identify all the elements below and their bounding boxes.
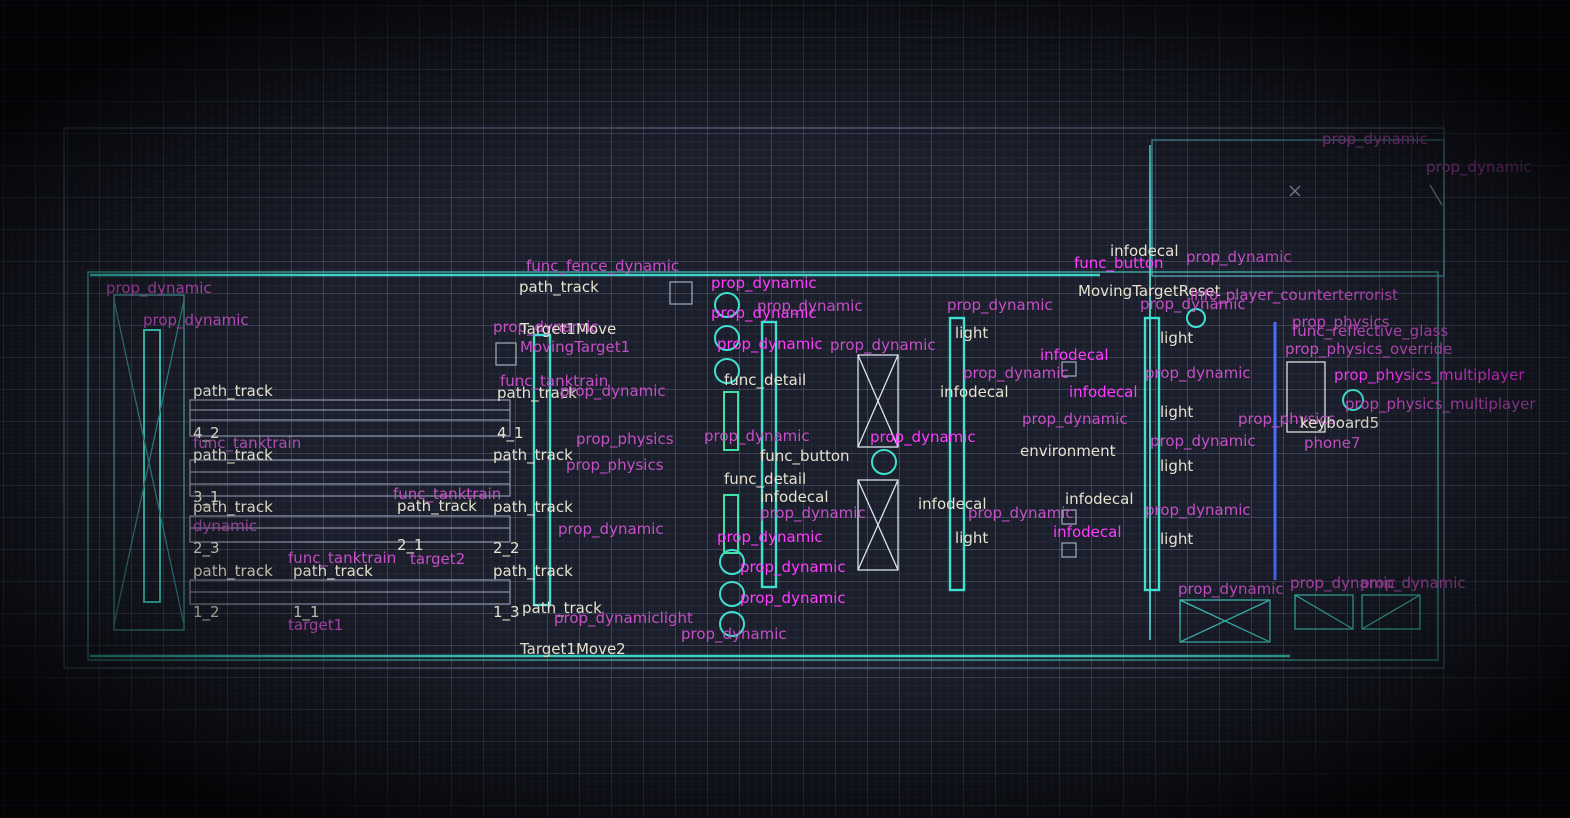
entity-label-prop-dynamic[interactable]: prop_dynamic: [704, 427, 810, 445]
entity-label-prop-physics-override[interactable]: prop_physics_override: [1285, 340, 1453, 358]
entity-label-prop-dynamic[interactable]: prop_dynamic: [947, 296, 1053, 314]
entity-label-prop-dynamic[interactable]: prop_dynamic: [963, 364, 1069, 382]
pillar-d: [1143, 316, 1161, 592]
entity-label-prop-dynamic[interactable]: prop_dynamic: [717, 335, 823, 353]
entity-label-prop-physics[interactable]: prop_physics: [576, 430, 674, 448]
entity-label-infodecal[interactable]: infodecal: [1065, 490, 1134, 508]
lane-4: [189, 399, 511, 437]
entity-label-func-button[interactable]: func_button: [760, 447, 850, 465]
entity-label-func-button[interactable]: func_button: [1074, 254, 1164, 272]
entity-label-prop-dynamic[interactable]: prop_dynamic: [717, 528, 823, 546]
entity-label-path-track[interactable]: path_track: [493, 498, 573, 516]
entity-label-target1move[interactable]: Target1Move: [520, 320, 617, 338]
entity-label-prop-dynamic[interactable]: prop_dynamic: [1186, 248, 1292, 266]
entity-label-prop-dynamiclight[interactable]: prop_dynamiclight: [554, 609, 693, 627]
entity-label-path-track[interactable]: path_track: [397, 497, 477, 515]
entity-label-movingtarget1[interactable]: MovingTarget1: [520, 338, 631, 356]
entity-label-prop-dynamic[interactable]: prop_dynamic: [681, 625, 787, 643]
entity-label-prop-dynamic[interactable]: prop_dynamic: [1145, 501, 1251, 519]
entity-label-phone7[interactable]: phone7: [1304, 434, 1361, 452]
entity-label-4-1[interactable]: 4_1: [497, 424, 524, 442]
entity-label-infodecal[interactable]: infodecal: [1053, 523, 1122, 541]
entity-label-2-3[interactable]: 2_3: [193, 539, 220, 557]
entity-label-prop-dynamic[interactable]: prop_dynamic: [1150, 432, 1256, 450]
entity-label-dynamic[interactable]: dynamic: [193, 517, 258, 535]
entity-label-target1move2[interactable]: Target1Move2: [520, 640, 626, 658]
entity-label-light[interactable]: light: [1160, 530, 1194, 548]
entity-label-prop-dynamic[interactable]: prop_dynamic: [740, 589, 846, 607]
entity-label-1-2[interactable]: 1_2: [193, 603, 220, 621]
entity-label-target1[interactable]: target1: [288, 616, 344, 634]
entity-label-prop-physics-multiplayer[interactable]: prop_physics_multiplayer: [1345, 395, 1536, 413]
entity-label-prop-dynamic[interactable]: prop_dynamic: [1360, 574, 1466, 592]
entity-label-light[interactable]: light: [1160, 403, 1194, 421]
entity-label-func-fence-dynamic[interactable]: func_fence_dynamic: [526, 257, 680, 275]
entity-label-path-track[interactable]: path_track: [493, 562, 573, 580]
entity-label-infodecal[interactable]: infodecal: [760, 488, 829, 506]
entity-label-prop-physics-multiplayer[interactable]: prop_physics_multiplayer: [1334, 366, 1525, 384]
entity-label-prop-dynamic[interactable]: prop_dynamic: [1178, 580, 1284, 598]
entity-label-path-track[interactable]: path_track: [193, 562, 273, 580]
entity-label-info-player-counterterrorist[interactable]: info_player_counterterrorist: [1190, 286, 1399, 304]
entity-label-prop-dynamic[interactable]: prop_dynamic: [968, 504, 1074, 522]
entity-label-prop-dynamic[interactable]: prop_dynamic: [740, 558, 846, 576]
entity-label-prop-dynamic[interactable]: prop_dynamic: [143, 311, 249, 329]
entity-label-prop-dynamic[interactable]: prop_dynamic: [558, 520, 664, 538]
entity-label-infodecal[interactable]: infodecal: [1069, 383, 1138, 401]
entity-label-light[interactable]: light: [955, 324, 989, 342]
entity-label-target2[interactable]: target2: [410, 550, 466, 568]
entity-label-prop-physics[interactable]: prop_physics: [566, 456, 664, 474]
entity-label-keyboard5[interactable]: keyboard5: [1300, 414, 1380, 432]
entity-label-prop-dynamic[interactable]: prop_dynamic: [757, 297, 863, 315]
entity-label-prop-dynamic[interactable]: prop_dynamic: [1145, 364, 1251, 382]
entity-label-1-3[interactable]: 1_3: [493, 603, 520, 621]
entity-label-prop-dynamic[interactable]: prop_dynamic: [1426, 158, 1532, 176]
entity-label-prop-dynamic[interactable]: prop_dynamic: [870, 428, 976, 446]
entity-label-prop-dynamic[interactable]: prop_dynamic: [1022, 410, 1128, 428]
entity-label-prop-dynamic[interactable]: prop_dynamic: [711, 274, 817, 292]
entity-label-light[interactable]: light: [1160, 329, 1194, 347]
entity-label-infodecal[interactable]: infodecal: [940, 383, 1009, 401]
pillar-c: [948, 316, 966, 592]
entity-label-path-track[interactable]: path_track: [193, 382, 273, 400]
entity-label-path-track[interactable]: path_track: [493, 446, 573, 464]
left-pillar: [143, 329, 161, 603]
entity-label-infodecal[interactable]: infodecal: [1040, 346, 1109, 364]
entity-label-2-2[interactable]: 2_2: [493, 539, 520, 557]
entity-label-func-reflective-glass[interactable]: func_reflective_glass: [1292, 322, 1449, 340]
entity-label-path-track[interactable]: path_track: [519, 278, 599, 296]
wheel-prop: [871, 449, 897, 475]
entity-label-func-tanktrain[interactable]: func_tanktrain: [288, 549, 397, 567]
entity-label-environment[interactable]: environment: [1020, 442, 1116, 460]
entity-label-path-track[interactable]: path_track: [193, 498, 273, 516]
entity-label-prop-dynamic[interactable]: prop_dynamic: [830, 336, 936, 354]
entity-label-prop-dynamic[interactable]: prop_dynamic: [560, 382, 666, 400]
entity-label-prop-dynamic[interactable]: prop_dynamic: [1322, 130, 1428, 148]
entity-label-func-detail[interactable]: func_detail: [724, 470, 807, 488]
entity-label-func-detail[interactable]: func_detail: [724, 371, 807, 389]
entity-label-prop-dynamic[interactable]: prop_dynamic: [760, 504, 866, 522]
entity-label-light[interactable]: light: [1160, 457, 1194, 475]
entity-label-prop-dynamic[interactable]: prop_dynamic: [106, 279, 212, 297]
entity-label-light[interactable]: light: [955, 529, 989, 547]
entity-label-path-track[interactable]: path_track: [193, 446, 273, 464]
